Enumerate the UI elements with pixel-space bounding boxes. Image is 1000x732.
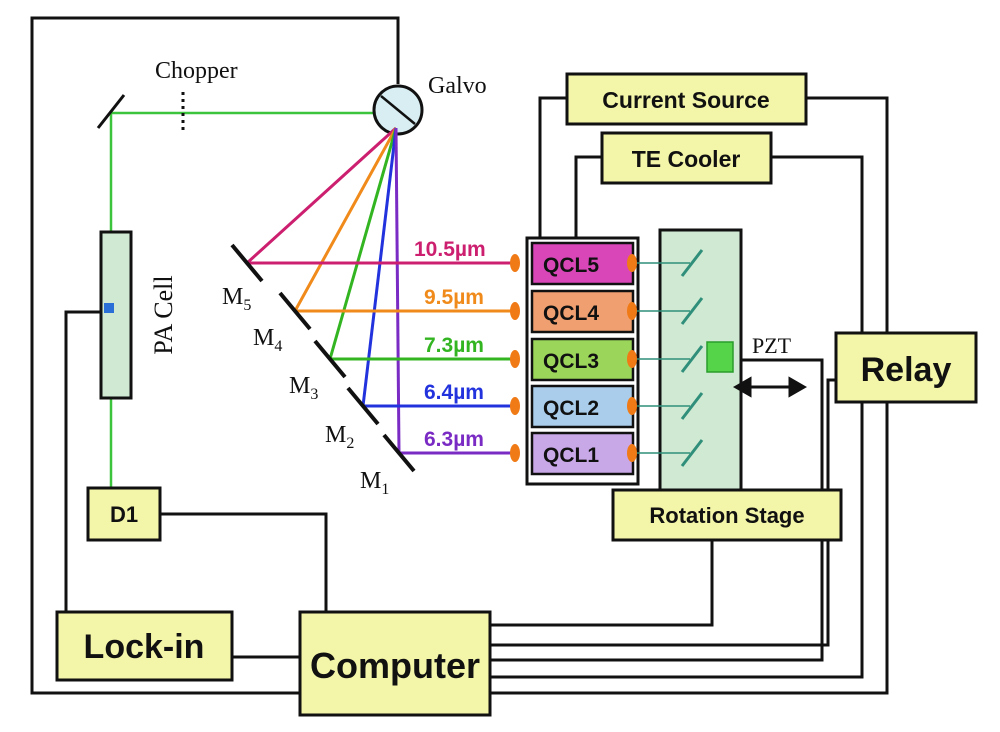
wavelength-qcl2: 6.4µm <box>424 381 484 404</box>
mirror-m3 <box>313 339 347 379</box>
grating-5 <box>680 249 704 277</box>
qcl1-box <box>530 431 635 476</box>
te-cooler-label: TE Cooler <box>632 146 741 172</box>
grating-1 <box>680 439 704 467</box>
grating-4 <box>680 297 704 325</box>
top-left-mirror <box>96 94 126 129</box>
relay-label: Relay <box>861 351 952 389</box>
galvo <box>372 84 424 136</box>
current-source-box <box>565 72 808 126</box>
beam-m4 <box>293 127 398 312</box>
qcl-beams <box>247 261 515 455</box>
qcl2-label: QCL2 <box>543 397 599 420</box>
computer-label: Computer <box>310 645 480 686</box>
wavelength-qcl3: 7.3µm <box>424 334 484 357</box>
qcl4-label: QCL4 <box>543 302 599 325</box>
wavelength-qcl4: 9.5µm <box>424 286 484 309</box>
grating-3 <box>680 345 704 373</box>
beam-m2 <box>361 127 398 407</box>
galvo-label: Galvo <box>428 73 487 99</box>
qcl2-box <box>530 384 635 429</box>
mirror-label-m4: M4 <box>253 325 282 355</box>
lock-in-box <box>55 610 234 682</box>
beam-m5 <box>245 126 398 265</box>
d1-label: D1 <box>110 502 138 527</box>
mirror-label-m2: M2 <box>325 422 354 452</box>
pzt-label: PZT <box>752 333 792 358</box>
rotation-stage-label: Rotation Stage <box>649 503 804 528</box>
mirror-m4 <box>278 291 312 331</box>
mirror-set <box>230 243 416 473</box>
rotation-stage-box <box>611 488 843 542</box>
beam-m1 <box>394 127 401 454</box>
grating-2 <box>680 392 704 420</box>
pa-cell-label: PA Cell <box>149 275 178 354</box>
qcl5-label: QCL5 <box>543 254 599 277</box>
qcl-to-grating-lines <box>637 262 690 454</box>
qcl5-box <box>530 241 635 286</box>
gratings <box>680 249 704 467</box>
pa-cell-window <box>104 303 114 313</box>
beam-m3 <box>328 127 398 360</box>
wavelength-qcl5: 10.5µm <box>414 238 486 261</box>
mirror-m2 <box>346 386 380 426</box>
qcl3-label: QCL3 <box>543 350 599 373</box>
lock-in-label: Lock-in <box>84 628 205 666</box>
fan-beams <box>245 126 401 454</box>
te-cooler-box <box>600 131 773 185</box>
qcl-units <box>530 241 635 476</box>
qcl1-label: QCL1 <box>543 444 599 467</box>
mirror-label-m5: M5 <box>222 284 251 314</box>
wavelength-qcl1: 6.3µm <box>424 428 484 451</box>
mirror-m1 <box>382 433 416 473</box>
mirror-m5 <box>230 243 264 283</box>
mirror-label-m3: M3 <box>289 373 318 403</box>
chopper-label: Chopper <box>155 58 238 84</box>
relay-box <box>834 331 978 404</box>
qcl3-box <box>530 337 635 382</box>
current-source-label: Current Source <box>602 87 769 113</box>
computer-box <box>298 610 492 717</box>
pa-cell <box>99 230 133 400</box>
mirror-label-m1: M1 <box>360 468 389 498</box>
pzt-actuator <box>706 341 734 373</box>
d1-box <box>86 486 162 542</box>
pzt-arrow <box>732 376 808 398</box>
emitter-dots <box>510 254 637 462</box>
component-boxes <box>55 72 978 717</box>
